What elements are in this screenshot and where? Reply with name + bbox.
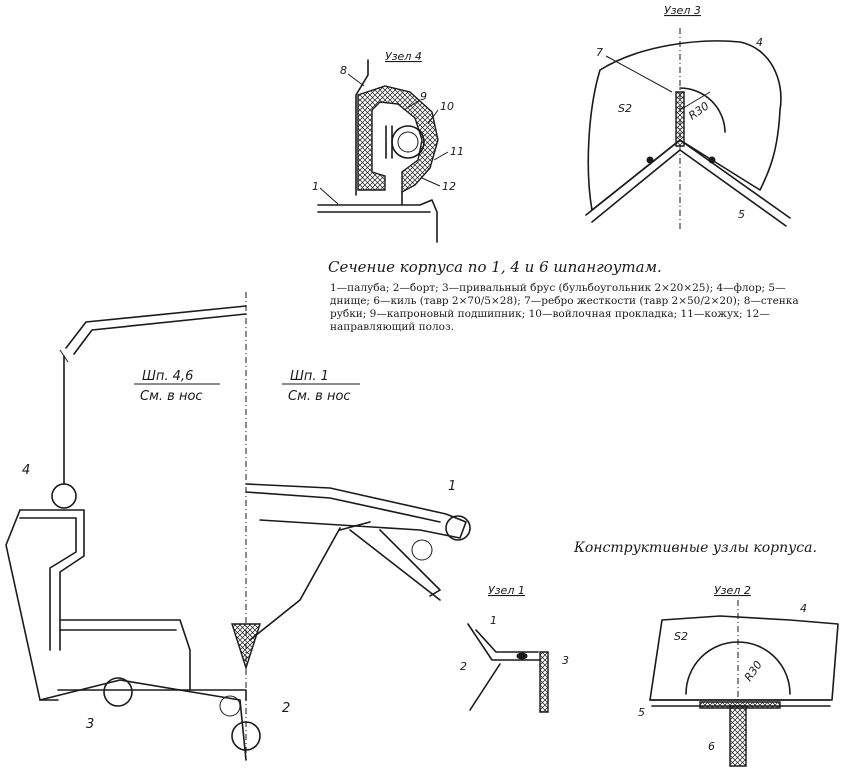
deck-shp1 xyxy=(245,483,467,539)
label-9: 9 xyxy=(420,90,427,103)
label-r30: R30 xyxy=(686,99,711,122)
callout-circle-2 xyxy=(231,721,261,751)
stiffener-rib xyxy=(675,91,685,147)
hull-section: 4 3 2 1 Шп. 4,6 См. в нос Шп. 1 См. в но… xyxy=(5,292,471,761)
hull-side xyxy=(469,663,501,711)
label-s2: S2 xyxy=(618,102,632,115)
floor-plate xyxy=(587,40,782,211)
label-8: 8 xyxy=(340,64,347,77)
callout-circle-4 xyxy=(51,483,77,509)
keel-t xyxy=(729,705,747,767)
node-2-detail: Узел 2 4 S2 R30 5 6 xyxy=(638,584,839,767)
node-4-detail: Узел 4 8 9 10 11 12 1 xyxy=(312,50,464,243)
label-6: 6 xyxy=(708,740,715,753)
callout-3: 3 xyxy=(86,717,94,732)
label-5: 5 xyxy=(738,208,745,221)
frame-joint xyxy=(339,521,371,531)
keel-flange xyxy=(699,701,781,709)
callout-circle-1 xyxy=(445,515,471,541)
gunwale xyxy=(19,509,85,651)
frame-label-shp1: Шп. 1 xyxy=(290,369,329,384)
label-r30: R30 xyxy=(742,659,765,684)
callout-1: 1 xyxy=(448,479,456,494)
rivet xyxy=(516,652,528,660)
side-plating xyxy=(5,509,59,701)
direction-label-left: См. в нос xyxy=(140,389,203,404)
rivet xyxy=(708,156,716,164)
callout-2: 2 xyxy=(282,701,290,716)
section-caption: Сечение корпуса по 1, 4 и 6 шпангоутам. xyxy=(328,258,662,276)
label-12: 12 xyxy=(442,180,456,193)
deck-line xyxy=(317,199,438,243)
runner-rail xyxy=(397,131,419,153)
node-1-detail: Узел 1 1 2 3 xyxy=(460,584,569,713)
lightening-hole xyxy=(411,539,433,561)
label-1: 1 xyxy=(490,614,497,627)
label-5: 5 xyxy=(638,706,645,719)
figure-caption: Конструктивные узлы корпуса. xyxy=(574,540,817,556)
callout-circle-3 xyxy=(103,677,133,707)
bottom xyxy=(39,679,247,761)
node-4-title: Узел 4 xyxy=(385,50,422,63)
label-1: 1 xyxy=(312,180,319,193)
seat xyxy=(59,619,191,691)
label-7: 7 xyxy=(596,46,603,59)
rivet xyxy=(646,156,654,164)
gunwale-angle xyxy=(467,623,541,661)
rub-rail xyxy=(539,651,549,713)
label-2: 2 xyxy=(460,660,467,673)
direction-label-right: См. в нос xyxy=(288,389,351,404)
frame-shp1 xyxy=(249,527,441,641)
callout-4: 4 xyxy=(22,463,30,478)
nylon-bearing xyxy=(391,125,425,159)
frame-label-shp46: Шп. 4,6 xyxy=(142,369,193,384)
cabin-roof xyxy=(65,305,247,355)
floor-plate-2 xyxy=(649,615,839,701)
lightening-hole-2 xyxy=(219,695,241,717)
label-4: 4 xyxy=(756,36,763,49)
node-3-title: Узел 3 xyxy=(664,4,701,17)
label-11: 11 xyxy=(450,145,464,158)
legend-text: 1—палуба; 2—борт; 3—привальный брус (бул… xyxy=(330,282,799,333)
bracket xyxy=(385,125,393,159)
node-2-title: Узел 2 xyxy=(714,584,751,597)
radius-arc-2 xyxy=(685,641,791,695)
label-s2: S2 xyxy=(674,630,688,643)
label-3: 3 xyxy=(562,654,569,667)
floor xyxy=(57,689,247,701)
node-1-title: Узел 1 xyxy=(488,584,525,597)
radius-line xyxy=(679,91,711,111)
label-10: 10 xyxy=(440,100,454,113)
keel xyxy=(231,623,261,671)
node-3-detail: Узел 3 7 4 S2 R30 5 xyxy=(585,4,791,232)
label-4: 4 xyxy=(800,602,807,615)
bottom-plates xyxy=(585,139,791,227)
radius-arc xyxy=(679,87,726,133)
